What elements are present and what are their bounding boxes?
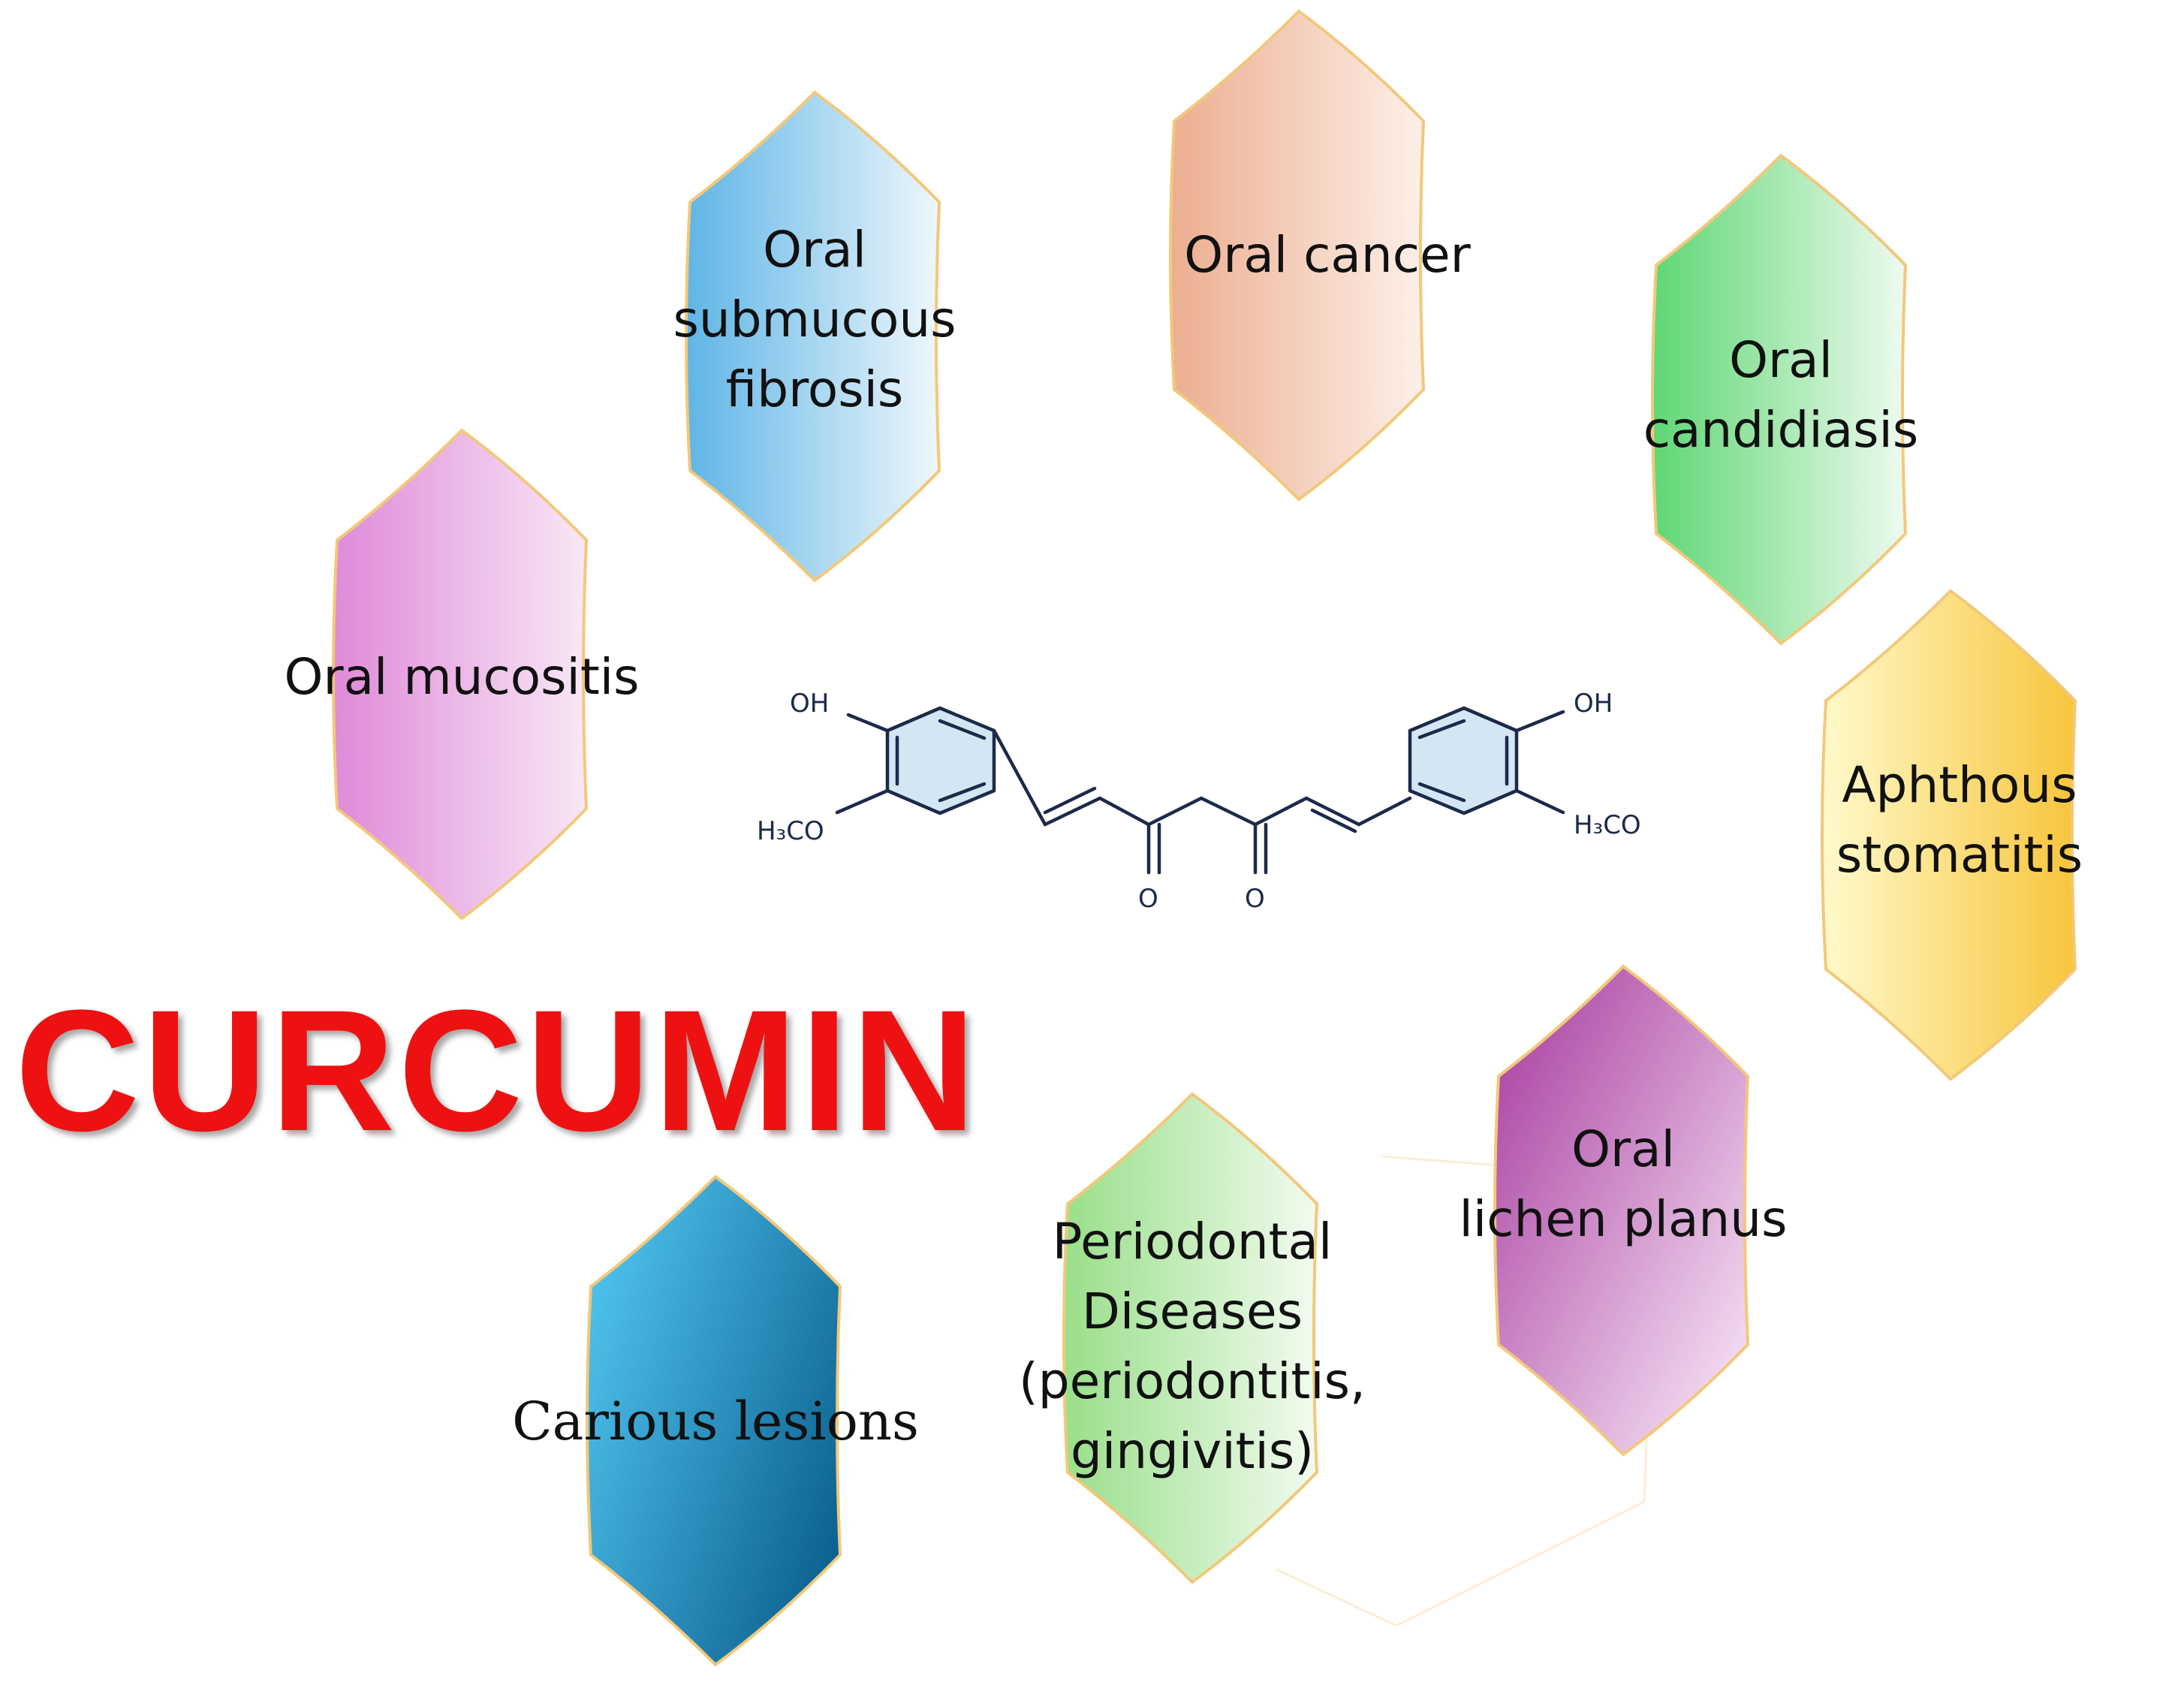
hexagon-label-line: fibrosis	[726, 360, 904, 418]
hexagon-shape	[332, 428, 589, 921]
carbonyl-o-left-label: O	[1138, 884, 1158, 914]
hexagon-label-line: submucous	[673, 291, 956, 348]
h3co-left-label: H₃CO	[757, 816, 824, 846]
hexagon-label-line: Oral	[1571, 1120, 1675, 1178]
hexagon-oral-mucositis: Oral mucositis	[285, 428, 640, 921]
h3co-right-label: H₃CO	[1574, 810, 1641, 840]
hexagon-shape	[685, 90, 941, 583]
hexagon-oral-lichen-planus: Oral lichen planus	[1460, 964, 1788, 1457]
hexagon-carious-lesions: Carious lesions	[512, 1174, 919, 1667]
hexagon-aphthous-stomatitis: Aphthous stomatitis	[1821, 589, 2083, 1081]
hexagon-oral-cancer: Oral cancer	[1169, 9, 1472, 502]
hexagon-shape	[1651, 153, 1908, 646]
oh-left-label: OH	[790, 689, 829, 719]
hexagon-oral-submucous-fibrosis: Oral submucous fibrosis	[673, 90, 956, 583]
hexagon-label-line: Oral	[1729, 331, 1833, 389]
left-benzene-ring	[885, 706, 996, 815]
hexagon-shape	[586, 1174, 842, 1667]
hexagon-label-line: gingivitis)	[1071, 1422, 1314, 1480]
right-benzene-ring	[1408, 706, 1519, 815]
hexagon-shape	[1821, 589, 2077, 1081]
hexagon-label-line: Aphthous	[1842, 756, 2077, 814]
hexagon-label-line: candidiasis	[1643, 401, 1919, 459]
oh-right-label: OH	[1574, 689, 1613, 719]
curcumin-title: CURCUMIN	[15, 974, 979, 1167]
hexagon-shape	[1169, 9, 1426, 502]
hexagon-shape	[1062, 1092, 1319, 1584]
hexagon-shape	[1493, 964, 1750, 1457]
structure-labels: OH H₃CO O O OH H₃CO	[757, 689, 1641, 914]
hexagon-label-line: Oral mucositis	[285, 648, 640, 706]
curcumin-structure	[835, 706, 1565, 875]
hexagon-oral-candidiasis: Oral candidiasis	[1643, 153, 1919, 646]
hexagon-label-line: lichen planus	[1460, 1190, 1788, 1248]
hexagon-label-line: stomatitis	[1836, 826, 2083, 884]
hexagon-label-line: Oral cancer	[1184, 226, 1471, 284]
hexagon-label-line: Diseases	[1082, 1283, 1303, 1340]
hexagon-label-line: (periodontitis,	[1019, 1352, 1366, 1410]
hexagon-label-line: Periodontal	[1053, 1213, 1333, 1271]
hexagon-label-line: Carious lesions	[512, 1391, 919, 1452]
carbonyl-o-right-label: O	[1245, 884, 1265, 914]
hexagon-label-line: Oral	[763, 221, 866, 279]
